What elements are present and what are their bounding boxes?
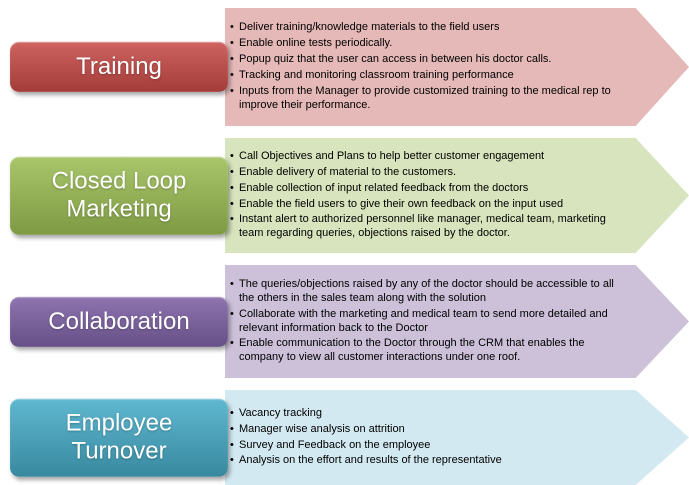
bullet-item: The queries/objections raised by any of …	[230, 278, 627, 306]
stage-row-employee-turnover: Employee Turnover Vacancy tracking Manag…	[0, 390, 689, 485]
bullet-item: Enable communication to the Doctor throu…	[230, 337, 627, 365]
stage-row-collaboration: Collaboration The queries/objections rai…	[0, 265, 689, 378]
bullet-item: Popup quiz that the user can access in b…	[230, 53, 627, 67]
stage-title: Employee Turnover	[65, 409, 173, 465]
bullet-list-training: Deliver training/knowledge materials to …	[230, 8, 627, 126]
bullet-item: Analysis on the effort and results of th…	[230, 454, 627, 468]
bullet-item: Inputs from the Manager to provide custo…	[230, 85, 627, 113]
bullet-item: Enable the field users to give their own…	[230, 198, 627, 212]
bullet-item: Enable delivery of material to the custo…	[230, 166, 627, 180]
bullet-item: Enable collection of input related feedb…	[230, 182, 627, 196]
stage-label-employee-turnover: Employee Turnover	[10, 398, 228, 477]
bullet-item: Collaborate with the marketing and medic…	[230, 308, 627, 336]
bullet-item: Call Objectives and Plans to help better…	[230, 150, 627, 164]
bullet-item: Vacancy tracking	[230, 407, 627, 421]
stage-row-closed-loop-marketing: Closed Loop Marketing Call Objectives an…	[0, 138, 689, 253]
process-diagram: Training Deliver training/knowledge mate…	[0, 8, 689, 485]
bullet-item: Deliver training/knowledge materials to …	[230, 21, 627, 35]
stage-label-closed-loop-marketing: Closed Loop Marketing	[10, 156, 228, 235]
stage-title: Collaboration	[48, 307, 190, 335]
stage-label-collaboration: Collaboration	[10, 296, 228, 347]
stage-row-training: Training Deliver training/knowledge mate…	[0, 8, 689, 126]
bullet-item: Instant alert to authorized personnel li…	[230, 213, 627, 241]
stage-title: Closed Loop Marketing	[51, 167, 187, 223]
bullet-item: Tracking and monitoring classroom traini…	[230, 69, 627, 83]
bullet-item: Survey and Feedback on the employee	[230, 439, 627, 453]
bullet-list-collaboration: The queries/objections raised by any of …	[230, 265, 627, 378]
stage-title: Training	[76, 52, 162, 80]
bullet-item: Manager wise analysis on attrition	[230, 423, 627, 437]
bullet-item: Enable online tests periodically.	[230, 37, 627, 51]
bullet-list-closed-loop-marketing: Call Objectives and Plans to help better…	[230, 138, 627, 253]
stage-label-training: Training	[10, 41, 228, 93]
bullet-list-employee-turnover: Vacancy tracking Manager wise analysis o…	[230, 390, 627, 485]
